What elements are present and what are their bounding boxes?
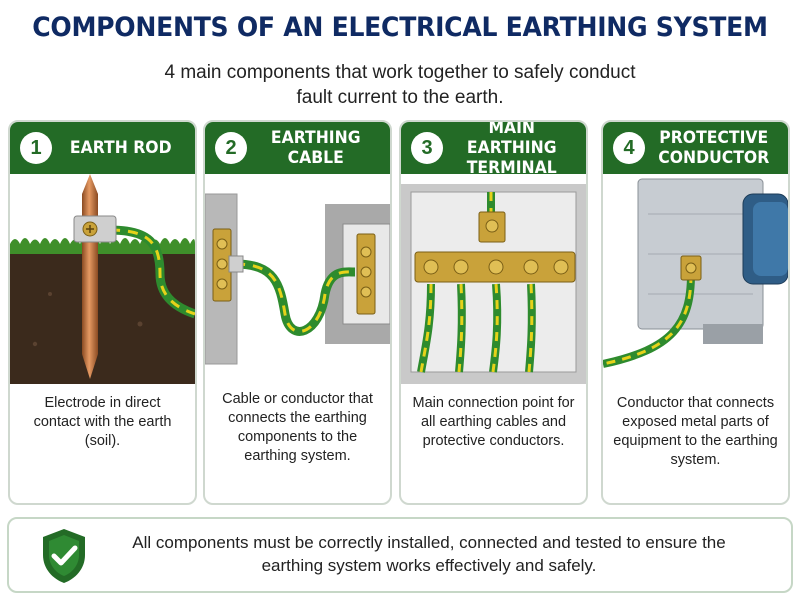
- card-number: 2: [215, 132, 247, 164]
- footer-text: All components must be correctly install…: [132, 533, 726, 575]
- card-title: PROTECTIVE CONDUCTOR: [658, 128, 770, 168]
- card-title: EARTHING CABLE: [270, 128, 361, 168]
- page-subtitle: 4 main components that work together to …: [164, 62, 636, 108]
- shield-check-icon: [43, 529, 85, 583]
- card-main-earthing-terminal: 3 MAIN EARTHING TERMINAL Main connection…: [399, 120, 588, 505]
- card-header: 1 EARTH ROD: [10, 122, 195, 174]
- card-header: 4 PROTECTIVE CONDUCTOR: [603, 122, 788, 174]
- card-number: 1: [20, 132, 52, 164]
- earth-rod-illustration: [10, 174, 195, 384]
- main-earthing-terminal-illustration: [401, 184, 586, 384]
- card-number: 3: [411, 132, 443, 164]
- card-number: 4: [613, 132, 645, 164]
- card-description: Cable or conductor that connects the ear…: [222, 391, 373, 464]
- card-title: MAIN EARTHING TERMINAL: [466, 120, 557, 178]
- protective-conductor-illustration: [603, 178, 788, 368]
- card-description: Main connection point for all earthing c…: [412, 395, 575, 449]
- card-header: 2 EARTHING CABLE: [205, 122, 390, 174]
- card-earthing-cable: 2 EARTHING CABLE Cable or conductor that…: [203, 120, 392, 505]
- page-title: COMPONENTS OF AN ELECTRICAL EARTHING SYS…: [32, 12, 768, 43]
- card-description: Conductor that connects exposed metal pa…: [613, 395, 778, 468]
- card-protective-conductor: 4 PROTECTIVE CONDUCTOR Conductor that co…: [601, 120, 790, 505]
- card-description: Electrode in direct contact with the ear…: [33, 395, 172, 449]
- card-title: EARTH ROD: [69, 138, 172, 158]
- earthing-cable-illustration: [205, 193, 390, 365]
- card-earth-rod: 1 EARTH ROD Electrode in direct contact …: [8, 120, 197, 505]
- card-header: 3 MAIN EARTHING TERMINAL: [401, 122, 586, 178]
- footer-note: All components must be correctly install…: [7, 517, 793, 593]
